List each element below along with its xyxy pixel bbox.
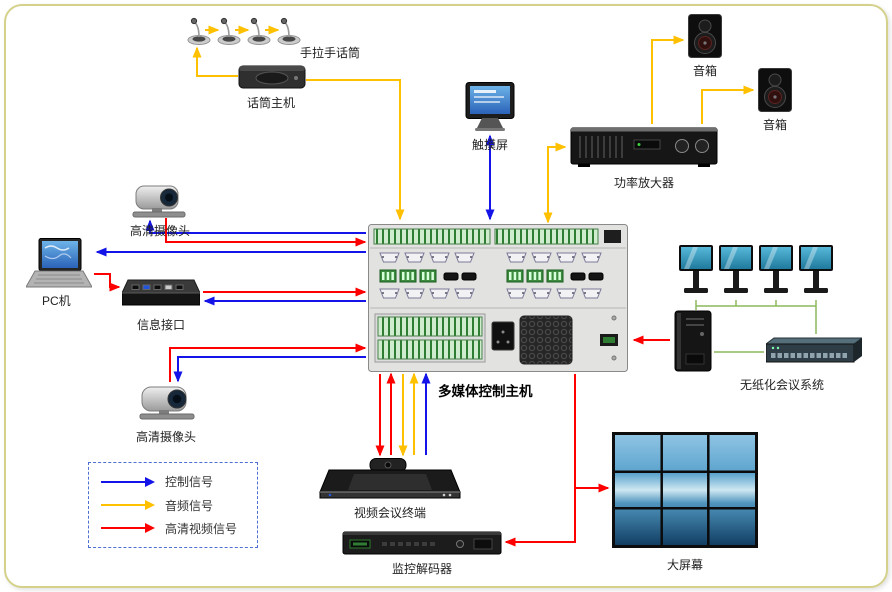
label-camera-top: 高清摄像头 — [130, 224, 191, 238]
touch-screen-icon — [465, 82, 515, 131]
server-tower — [674, 310, 712, 372]
label-amplifier: 功率放大器 — [614, 176, 675, 190]
info-interface-device — [121, 274, 201, 308]
monitor-icon — [679, 245, 713, 293]
conference-mic-4 — [276, 16, 302, 46]
ptz-camera-icon — [139, 386, 195, 420]
legend-item-control: 控制信号 — [101, 473, 245, 490]
pc-laptop — [25, 238, 93, 290]
network-switch — [764, 336, 864, 366]
power-amplifier-device — [570, 126, 718, 168]
label-pc: PC机 — [42, 294, 71, 308]
monitor-icon — [799, 245, 833, 293]
legend-label-video: 高清视频信号 — [165, 521, 238, 536]
microphone-icon — [277, 17, 301, 46]
legend-label-audio: 音频信号 — [165, 498, 214, 513]
legend-label-control: 控制信号 — [165, 475, 214, 490]
video-conference-terminal — [318, 458, 462, 500]
label-speaker-1: 音箱 — [693, 64, 718, 78]
hd-camera-bottom — [138, 384, 196, 420]
label-main-host: 多媒体控制主机 — [438, 384, 533, 399]
microphone-icon — [247, 17, 271, 46]
legend-arrow-control — [101, 476, 155, 487]
paperless-monitor-3 — [758, 244, 794, 300]
label-info-interface: 信息接口 — [137, 318, 186, 332]
paperless-monitor-2 — [718, 244, 754, 300]
multimedia-control-host — [368, 224, 628, 372]
control-host-icon — [368, 224, 628, 372]
label-speaker-2: 音箱 — [763, 118, 788, 132]
label-touch-screen: 触摸屏 — [472, 138, 509, 152]
touch-screen-device — [462, 82, 518, 132]
laptop-icon — [25, 238, 93, 288]
decoder-icon — [342, 531, 502, 555]
legend-box: 控制信号 音频信号 高清视频信号 — [88, 462, 258, 548]
codec-icon — [319, 458, 461, 499]
switch-icon — [764, 337, 864, 363]
conference-mic-2 — [216, 16, 242, 46]
mic-host-device — [238, 62, 306, 90]
monitor-icon — [759, 245, 793, 293]
mic-host-icon — [238, 65, 306, 89]
hd-camera-top — [132, 184, 188, 218]
amplifier-icon — [570, 127, 718, 167]
speaker-2 — [758, 68, 792, 112]
legend-arrow-video — [101, 523, 155, 534]
label-video-terminal: 视频会议终端 — [354, 506, 427, 520]
conference-mic-3 — [246, 16, 272, 46]
conference-mic-1 — [186, 16, 212, 46]
ptz-camera-icon — [132, 185, 186, 218]
surveillance-decoder — [342, 528, 502, 558]
paperless-monitor-4 — [798, 244, 834, 300]
label-mics: 手拉手话筒 — [300, 46, 361, 60]
table-socket-icon — [121, 279, 201, 306]
label-mic-host: 话筒主机 — [247, 96, 296, 110]
video-wall-icon — [612, 432, 758, 548]
speaker-1 — [688, 14, 722, 58]
label-decoder: 监控解码器 — [392, 562, 453, 576]
label-big-screen: 大屏幕 — [667, 558, 704, 572]
server-tower-icon — [674, 310, 712, 372]
legend-item-audio: 音频信号 — [101, 497, 245, 514]
legend-arrow-audio — [101, 500, 155, 510]
speaker-icon — [758, 68, 792, 112]
label-paperless: 无纸化会议系统 — [740, 378, 825, 392]
microphone-icon — [217, 17, 241, 46]
speaker-icon — [688, 14, 722, 58]
microphone-icon — [187, 17, 211, 46]
label-camera-bottom: 高清摄像头 — [136, 430, 197, 444]
paperless-monitor-1 — [678, 244, 714, 300]
legend-item-video: 高清视频信号 — [101, 520, 245, 537]
video-wall — [612, 432, 758, 548]
monitor-icon — [719, 245, 753, 293]
